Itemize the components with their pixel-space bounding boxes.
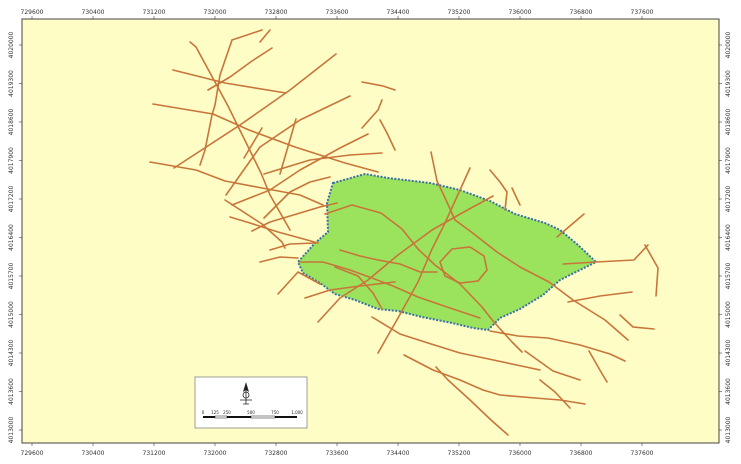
tick-label: 729600 bbox=[21, 9, 44, 16]
tick-label: 4017900 bbox=[8, 147, 15, 174]
tick-label: 732800 bbox=[265, 450, 288, 457]
tick-label: 732800 bbox=[265, 9, 288, 16]
scale-bar-label: 1,000 bbox=[291, 410, 303, 415]
tick-label: 4016400 bbox=[725, 224, 732, 251]
tick-label: 4017200 bbox=[8, 185, 15, 212]
scale-bar-label: 250 bbox=[223, 410, 231, 415]
scale-bar-label: 750 bbox=[271, 410, 279, 415]
inset-box bbox=[194, 376, 308, 429]
tick-label: 4018600 bbox=[725, 108, 732, 135]
scale-bar-labels: 0 125 250 500 750 1,000 bbox=[202, 410, 303, 415]
bottom-tick-labels: 729600 730400 731200 732000 732800 733600 7344… bbox=[21, 443, 654, 457]
road-network bbox=[149, 29, 659, 436]
legend-inset: 0 125 250 500 750 1,000 bbox=[194, 376, 308, 429]
tick-label: 737600 bbox=[631, 9, 654, 16]
tick-label: 4017900 bbox=[725, 147, 732, 174]
roundabout bbox=[439, 246, 488, 284]
tick-label: 731200 bbox=[143, 450, 166, 457]
tick-label: 4020000 bbox=[8, 31, 15, 58]
top-tick-labels: 729600 730400 731200 732000 732800 733600 7344… bbox=[21, 9, 654, 19]
tick-label: 734400 bbox=[387, 450, 410, 457]
scale-bar-label: 0 bbox=[202, 410, 205, 415]
tick-label: 4015700 bbox=[8, 262, 15, 289]
tick-label: 4015700 bbox=[725, 262, 732, 289]
tick-label: 732000 bbox=[204, 450, 227, 457]
tick-label: 4015000 bbox=[8, 301, 15, 328]
tick-label: 4020000 bbox=[725, 31, 732, 58]
scale-bar bbox=[203, 415, 297, 419]
tick-label: 736000 bbox=[509, 9, 532, 16]
right-tick-labels: 4013000 4013600 4014300 4015000 4015700 40164… bbox=[719, 31, 732, 443]
tick-label: 736800 bbox=[570, 450, 593, 457]
tick-label: 4019300 bbox=[8, 70, 15, 97]
tick-label: 4016400 bbox=[8, 224, 15, 251]
tick-label: 732000 bbox=[204, 9, 227, 16]
tick-label: 736000 bbox=[509, 450, 532, 457]
tick-label: 736800 bbox=[570, 9, 593, 16]
tick-label: 4017200 bbox=[725, 185, 732, 212]
tick-label: 737600 bbox=[631, 450, 654, 457]
tick-label: 729600 bbox=[21, 450, 44, 457]
tick-label: 730400 bbox=[82, 9, 105, 16]
tick-label: 4015000 bbox=[725, 301, 732, 328]
tick-label: 733600 bbox=[326, 9, 349, 16]
tick-label: 4013600 bbox=[8, 378, 15, 405]
tick-label: 731200 bbox=[143, 9, 166, 16]
tick-label: 735200 bbox=[448, 450, 471, 457]
tick-label: 4019300 bbox=[725, 70, 732, 97]
north-arrow-icon bbox=[240, 382, 252, 405]
left-tick-labels: 4013000 4013600 4014300 4015000 4015700 40164… bbox=[8, 31, 22, 443]
study-zone-polygon[interactable] bbox=[296, 172, 598, 332]
tick-label: 4013000 bbox=[8, 416, 15, 443]
tick-label: 4018600 bbox=[8, 108, 15, 135]
scale-bar-label: 500 bbox=[247, 410, 255, 415]
tick-label: 734400 bbox=[387, 9, 410, 16]
tick-label: 4013600 bbox=[725, 378, 732, 405]
tick-label: 733600 bbox=[326, 450, 349, 457]
map-frame bbox=[21, 18, 720, 444]
tick-label: 4014300 bbox=[8, 339, 15, 366]
tick-label: 735200 bbox=[448, 9, 471, 16]
tick-label: 4013000 bbox=[725, 416, 732, 443]
tick-label: 4014300 bbox=[725, 339, 732, 366]
tick-label: 730400 bbox=[82, 450, 105, 457]
scale-bar-label: 125 bbox=[211, 410, 219, 415]
